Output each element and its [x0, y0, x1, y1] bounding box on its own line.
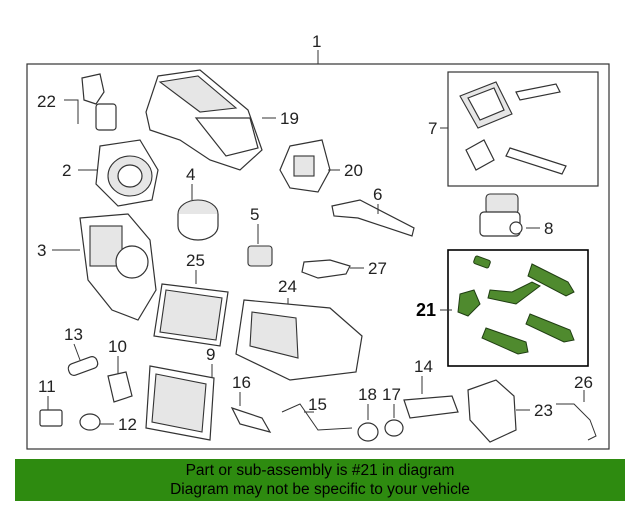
part-2	[78, 139, 159, 207]
part-24	[235, 298, 363, 381]
callout-2: 2	[62, 161, 71, 180]
callout-12: 12	[118, 415, 137, 434]
info-banner: Part or sub-assembly is #21 in diagram D…	[15, 459, 625, 501]
part-4	[177, 184, 219, 241]
part-25	[153, 270, 229, 347]
highlight-box-21	[447, 249, 589, 367]
callout-6: 6	[373, 185, 382, 204]
callout-5: 5	[250, 205, 259, 224]
callout-4: 4	[186, 165, 195, 184]
callout-17: 17	[382, 385, 401, 404]
part-17	[384, 404, 404, 437]
callout-20: 20	[344, 161, 363, 180]
part-16	[230, 392, 272, 433]
callout-26: 26	[574, 373, 593, 392]
callout-15: 15	[308, 395, 327, 414]
part-18	[357, 404, 379, 442]
callout-7: 7	[428, 119, 437, 138]
part-7	[459, 81, 567, 175]
part-27	[301, 259, 364, 279]
part-10	[107, 356, 133, 403]
part-5	[247, 224, 273, 267]
part-20	[279, 139, 340, 193]
banner-line-1: Part or sub-assembly is #21 in diagram	[185, 462, 455, 479]
callout-18: 18	[358, 385, 377, 404]
part-23	[467, 379, 530, 443]
callout-21: 21	[416, 300, 436, 320]
callout-24: 24	[278, 277, 297, 296]
callout-23: 23	[534, 401, 553, 420]
callout-1: 1	[312, 32, 321, 51]
banner-line-2: Diagram may not be specific to your vehi…	[170, 481, 470, 498]
part-9	[145, 364, 215, 441]
kit-box-7	[447, 71, 599, 187]
callout-13: 13	[64, 325, 83, 344]
callout-14: 14	[414, 357, 433, 376]
part-26	[556, 390, 597, 441]
part-3	[52, 213, 157, 321]
part-19	[145, 69, 276, 171]
callout-10: 10	[108, 337, 127, 356]
callout-19: 19	[280, 109, 299, 128]
parts-diagram: 1 22 19 2 3 4 20	[26, 32, 610, 450]
part-12	[79, 413, 114, 431]
part-13	[67, 343, 99, 376]
callout-27: 27	[368, 259, 387, 278]
callout-25: 25	[186, 251, 205, 270]
part-22	[64, 73, 117, 131]
callout-8: 8	[544, 219, 553, 238]
part-6	[331, 199, 415, 237]
callout-3: 3	[37, 241, 46, 260]
part-21-highlighted	[457, 255, 575, 355]
part-14	[403, 376, 459, 419]
callout-11: 11	[38, 377, 56, 396]
part-8	[479, 193, 540, 237]
part-11	[39, 396, 63, 427]
callout-22: 22	[37, 92, 56, 111]
callout-9: 9	[206, 345, 215, 364]
callout-16: 16	[232, 373, 251, 392]
part-15	[281, 403, 353, 431]
